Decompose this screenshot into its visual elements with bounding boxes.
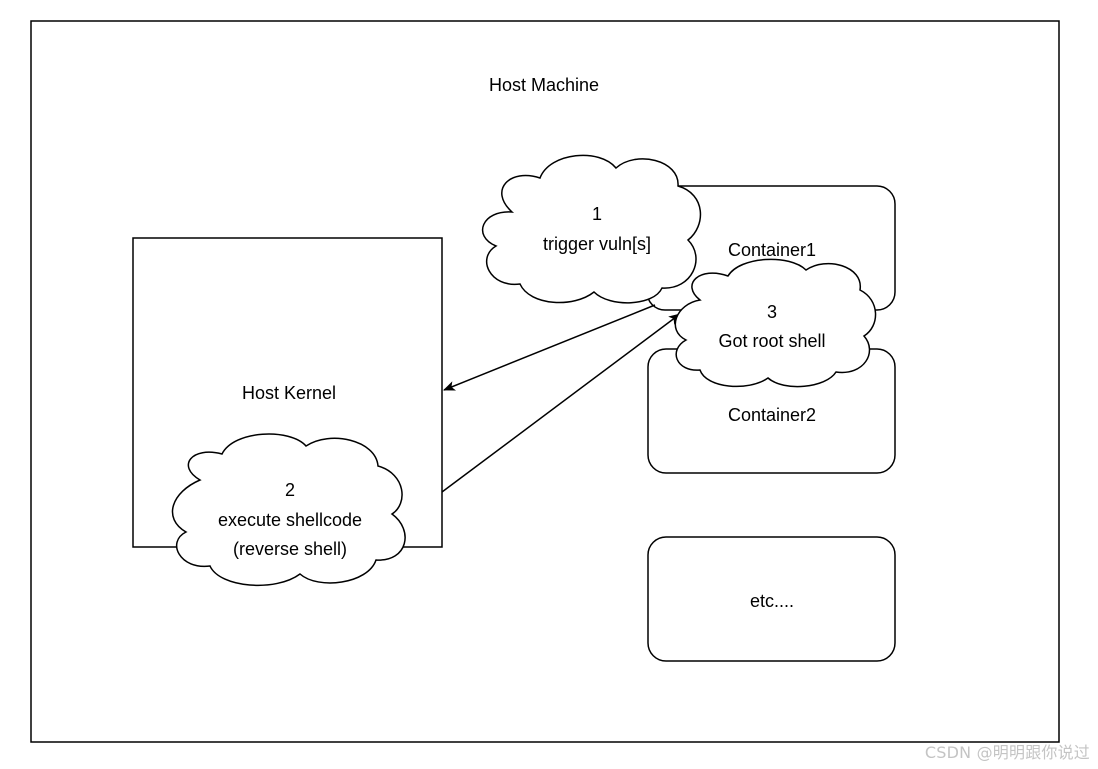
cloud-got-root-shell: 3 Got root shell [674,258,877,388]
host-machine-label: Host Machine [489,75,599,95]
cloud2-step: 2 [285,480,295,500]
cloud1-step: 1 [592,204,602,224]
etc-container-box [647,536,896,662]
cloud2-line1: execute shellcode [218,510,362,530]
etc-container-label: etc.... [750,591,794,611]
csdn-watermark: CSDN @明明跟你说过 [924,743,1090,762]
cloud3-text: Got root shell [718,331,825,351]
arrow-kernel-to-root-shell [441,313,681,493]
cloud-execute-shellcode: 2 execute shellcode (reverse shell) [171,433,406,587]
cloud2-line2: (reverse shell) [233,539,347,559]
cloud-trigger-vuln: 1 trigger vuln[s] [481,154,702,304]
cloud3-step: 3 [767,302,777,322]
arrow-container-to-kernel [443,304,656,391]
host-kernel-label: Host Kernel [242,383,336,403]
container2-label: Container2 [728,405,816,425]
container1-label: Container1 [728,240,816,260]
cloud1-text: trigger vuln[s] [543,234,651,254]
